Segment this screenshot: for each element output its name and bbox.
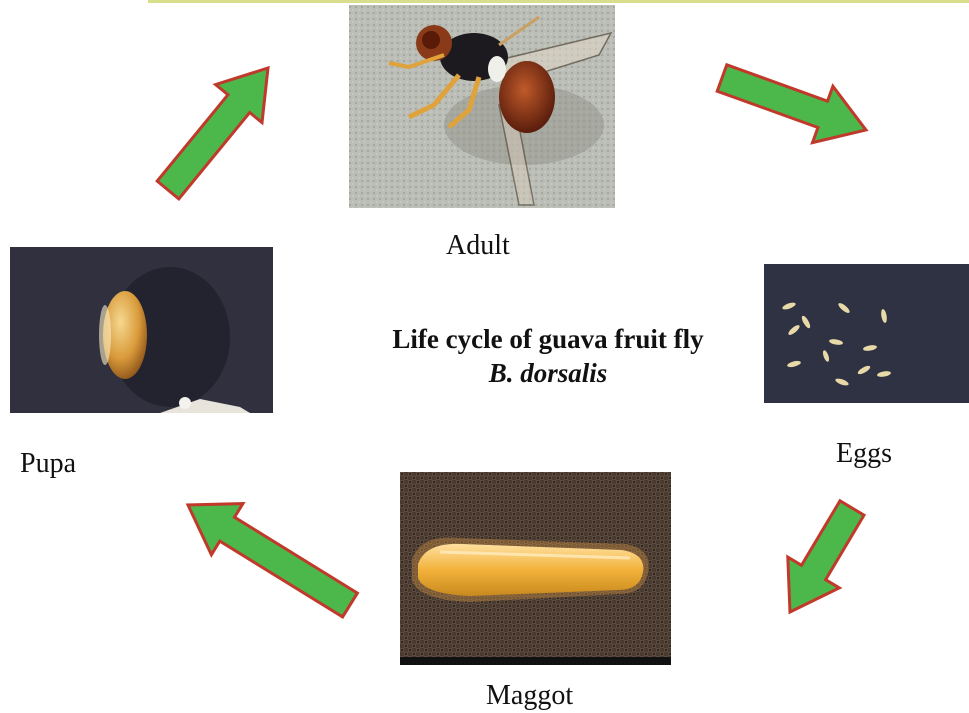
arrow-eggs-to-maggot — [788, 501, 864, 612]
arrow-maggot-to-pupa — [188, 504, 357, 617]
arrow-adult-to-eggs — [717, 65, 866, 143]
arrow-pupa-to-adult — [157, 68, 268, 199]
